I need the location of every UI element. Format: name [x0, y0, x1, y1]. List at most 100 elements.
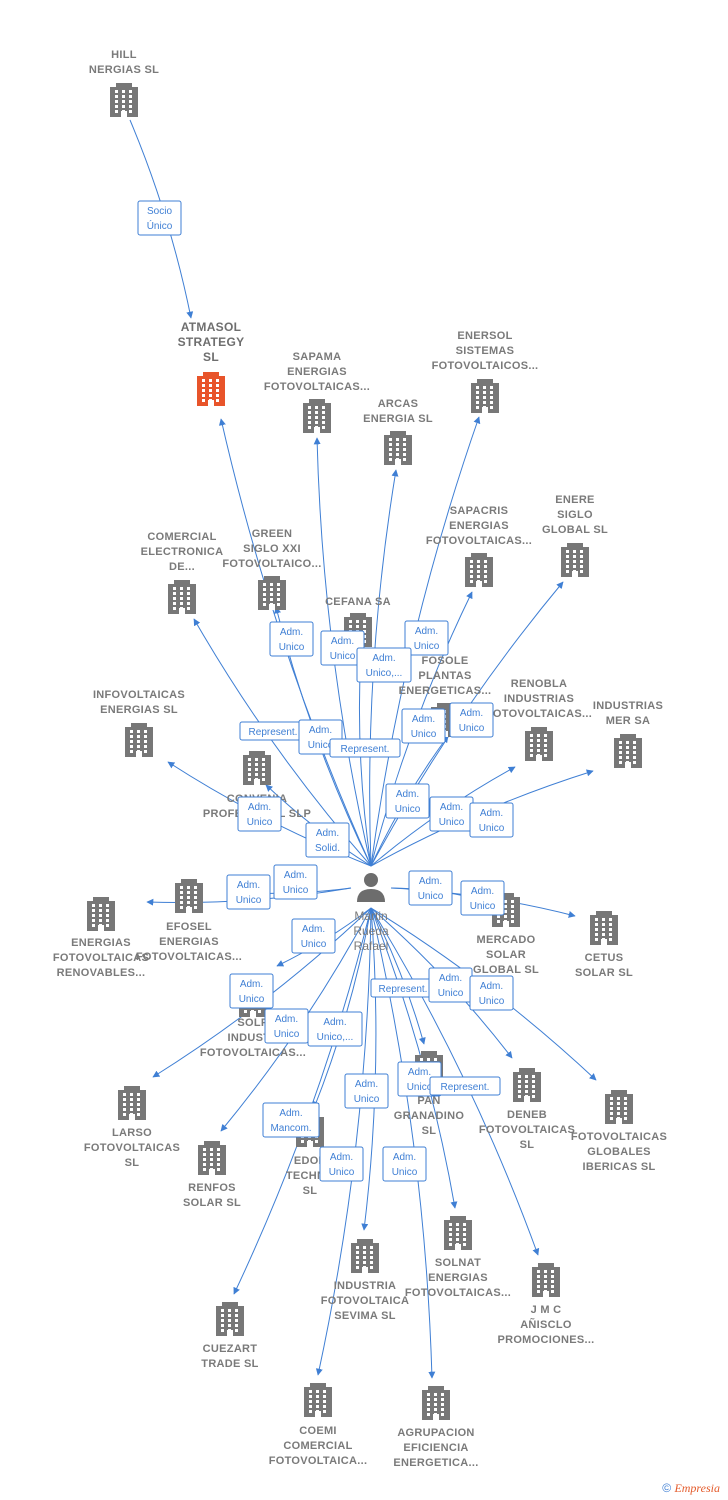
company-label-renobla[interactable]: FOTOVOLTAICAS...: [486, 708, 592, 720]
company-label-enere[interactable]: GLOBAL SL: [542, 524, 608, 536]
company-label-energias_fr[interactable]: RENOVABLES...: [57, 967, 146, 979]
company-label-renfos[interactable]: RENFOS: [188, 1182, 236, 1194]
building-icon[interactable]: [561, 543, 589, 577]
edge-label-agrupacion[interactable]: Adm.Unico: [382, 1146, 427, 1182]
company-label-infovolt[interactable]: INFOVOLTAICAS: [93, 689, 185, 701]
company-label-solnat[interactable]: FOTOVOLTAICAS...: [405, 1287, 511, 1299]
company-label-enere[interactable]: ENERE: [555, 494, 594, 506]
building-icon[interactable]: [304, 1383, 332, 1417]
edge-label-convenia[interactable]: Adm.Solid.: [305, 822, 350, 858]
building-icon[interactable]: [303, 399, 331, 433]
building-icon[interactable]: [125, 723, 153, 757]
company-label-deneb[interactable]: DENEB: [507, 1109, 547, 1121]
edge-label-cuezart[interactable]: Adm.Mancom.: [262, 1102, 320, 1138]
edge-label-jmc[interactable]: Represent.: [429, 1076, 501, 1096]
edge-label-enersol[interactable]: Adm.Unico: [404, 620, 449, 656]
company-label-agrupacion[interactable]: ENERGETICA...: [393, 1457, 478, 1469]
company-label-efosel[interactable]: FOTOVOLTAICAS...: [136, 951, 242, 963]
company-label-jmc[interactable]: J M C: [531, 1304, 562, 1316]
building-icon[interactable]: [258, 576, 286, 610]
company-label-comercial_el[interactable]: ELECTRONICA: [141, 546, 224, 558]
footer-brand[interactable]: © Empresia: [662, 1481, 720, 1496]
company-label-energias_fr[interactable]: FOTOVOLTAICAS: [53, 952, 149, 964]
building-icon[interactable]: [197, 372, 225, 406]
company-label-sapacris[interactable]: FOTOVOLTAICAS...: [426, 535, 532, 547]
edge-label-enere[interactable]: Adm.Unico: [449, 702, 494, 738]
person-label[interactable]: Rueda: [353, 924, 389, 938]
edge-label-energias_fr[interactable]: Adm.Unico: [226, 874, 271, 910]
company-label-deneb[interactable]: FOTOVOLTAICAS: [479, 1124, 575, 1136]
company-label-coemi[interactable]: COMERCIAL: [283, 1440, 352, 1452]
building-icon[interactable]: [525, 727, 553, 761]
company-label-cefana[interactable]: CEFANA SA: [325, 596, 391, 608]
company-label-atmasol[interactable]: ATMASOL: [181, 320, 242, 334]
company-label-fosole[interactable]: FOSOLE: [421, 655, 468, 667]
company-label-sapama[interactable]: FOTOVOLTAICAS...: [264, 381, 370, 393]
company-label-renfos[interactable]: SOLAR SL: [183, 1197, 241, 1209]
building-icon[interactable]: [198, 1141, 226, 1175]
company-label-industria_sev[interactable]: INDUSTRIA: [334, 1280, 397, 1292]
company-label-sapacris[interactable]: ENERGIAS: [449, 520, 509, 532]
building-icon[interactable]: [605, 1090, 633, 1124]
edge-label-deneb[interactable]: Adm.Unico: [428, 967, 473, 1003]
building-icon[interactable]: [590, 911, 618, 945]
company-label-fotovol_glob[interactable]: GLOBALES: [587, 1146, 651, 1158]
edge-label-solp[interactable]: Adm.Unico: [291, 918, 336, 954]
company-label-industria_sev[interactable]: SEVIMA SL: [334, 1310, 396, 1322]
person-label[interactable]: Martin: [354, 909, 387, 923]
edge-label-coemi[interactable]: Adm.Unico: [319, 1146, 364, 1182]
company-label-sapacris[interactable]: SAPACRIS: [450, 505, 508, 517]
company-label-fosole[interactable]: PLANTAS: [418, 670, 471, 682]
edge-label-infovolt[interactable]: Adm.Unico: [237, 796, 282, 832]
company-label-sapama[interactable]: SAPAMA: [293, 351, 342, 363]
company-label-enersol[interactable]: FOTOVOLTAICOS...: [432, 360, 539, 372]
company-label-enersol[interactable]: SISTEMAS: [456, 345, 515, 357]
edge-label-renobla[interactable]: Adm.Unico: [429, 796, 474, 832]
company-label-renobla[interactable]: INDUSTRIAS: [504, 693, 574, 705]
company-label-sapama[interactable]: ENERGIAS: [287, 366, 347, 378]
building-icon[interactable]: [243, 751, 271, 785]
edge-label-arcas[interactable]: Adm.Unico,...: [356, 647, 412, 683]
edge-label-efosel[interactable]: Adm.Unico: [273, 864, 318, 900]
company-label-comercial_el[interactable]: DE...: [169, 561, 195, 573]
edge-label-edop[interactable]: Adm.Unico,...: [307, 1011, 363, 1047]
building-icon[interactable]: [513, 1068, 541, 1102]
company-label-coemi[interactable]: COEMI: [299, 1425, 337, 1437]
building-icon[interactable]: [110, 83, 138, 117]
edge-label-fotovol_glob[interactable]: Adm.Unico: [469, 975, 514, 1011]
company-label-efosel[interactable]: ENERGIAS: [159, 936, 219, 948]
company-label-infovolt[interactable]: ENERGIAS SL: [100, 704, 178, 716]
edge-label-sapacris[interactable]: Adm.Unico: [401, 708, 446, 744]
company-label-fosole[interactable]: ENERGETICAS...: [399, 685, 492, 697]
company-label-enere[interactable]: SIGLO: [557, 509, 593, 521]
edge-label-renfos[interactable]: Adm.Unico: [264, 1008, 309, 1044]
building-icon[interactable]: [351, 1239, 379, 1273]
edge-label-industrias_mer[interactable]: Adm.Unico: [469, 802, 514, 838]
edge-label-atmasol[interactable]: Adm.Unico: [269, 621, 314, 657]
company-label-green[interactable]: GREEN: [252, 528, 293, 540]
company-label-enersol[interactable]: ENERSOL: [457, 330, 512, 342]
company-label-solp[interactable]: SOLP: [237, 1017, 268, 1029]
company-label-solp[interactable]: FOTOVOLTAICAS...: [200, 1047, 306, 1059]
edge-label-larso[interactable]: Adm.Unico: [229, 973, 274, 1009]
company-label-larso[interactable]: SL: [125, 1157, 140, 1169]
company-label-atmasol[interactable]: STRATEGY: [178, 335, 245, 349]
edge-label-fosole[interactable]: Adm.Unico: [385, 783, 430, 819]
company-label-cuezart[interactable]: CUEZART: [203, 1343, 258, 1355]
company-label-jmc[interactable]: AÑISCLO: [520, 1318, 572, 1331]
company-label-hill[interactable]: NERGIAS SL: [89, 64, 159, 76]
building-icon[interactable]: [216, 1302, 244, 1336]
person-label[interactable]: Rafael: [354, 939, 389, 953]
company-label-solnat[interactable]: ENERGIAS: [428, 1272, 488, 1284]
company-label-fotovol_glob[interactable]: FOTOVOLTAICAS: [571, 1131, 667, 1143]
company-label-industrias_mer[interactable]: MER SA: [606, 715, 651, 727]
company-label-deneb[interactable]: SL: [520, 1139, 535, 1151]
company-label-larso[interactable]: FOTOVOLTAICAS: [84, 1142, 180, 1154]
building-icon[interactable]: [87, 897, 115, 931]
company-label-larso[interactable]: LARSO: [112, 1127, 152, 1139]
company-label-pan[interactable]: PAN: [417, 1095, 440, 1107]
building-icon[interactable]: [471, 379, 499, 413]
company-label-solnat[interactable]: SOLNAT: [435, 1257, 481, 1269]
building-icon[interactable]: [118, 1086, 146, 1120]
company-label-edop[interactable]: EDOP: [294, 1155, 326, 1167]
